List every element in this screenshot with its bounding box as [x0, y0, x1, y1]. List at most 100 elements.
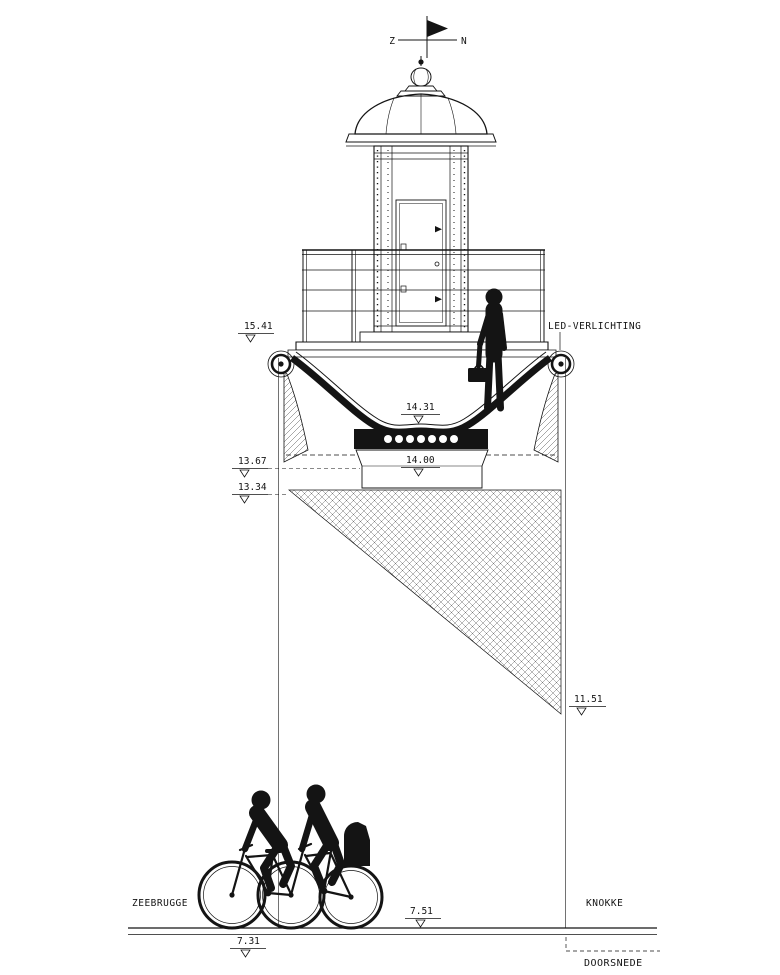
- person-head: [485, 288, 503, 306]
- datum-triangle-icon: [576, 707, 587, 716]
- door-handle-icon: [435, 226, 442, 233]
- drawing-caption: DOORSNEDE: [584, 958, 643, 969]
- elevation-value: 15.41: [244, 321, 273, 332]
- bicycle-wheel: [197, 860, 267, 930]
- compass-flag-icon: [427, 20, 448, 37]
- deck-lamp: [428, 435, 436, 443]
- datum-triangle-icon: [413, 468, 424, 477]
- wing-wall-left: [283, 371, 309, 463]
- lantern-body: [373, 145, 469, 333]
- elevation-marker-14-00: 14.00: [401, 455, 440, 477]
- finial-base: [404, 85, 438, 92]
- wing-wall-right: [533, 371, 559, 463]
- person-arm-left: [477, 311, 492, 347]
- deck-slab-lower: [287, 349, 557, 358]
- elevation-value: 7.51: [410, 906, 433, 917]
- elevation-marker-13-34: 13.34: [232, 482, 288, 504]
- finial-ball-small: [418, 59, 424, 65]
- lantern-door-inner: [399, 203, 443, 323]
- dome-meridian-left: [385, 97, 395, 135]
- deck-scroll-right-ring: [550, 353, 572, 375]
- deck-scroll-left-ring: [270, 353, 292, 375]
- deck-lamp: [450, 435, 458, 443]
- cyclist-leg: [279, 842, 295, 888]
- elevation-value: 7.31: [237, 936, 260, 947]
- led-label: LED-VERLICHTING: [548, 321, 641, 332]
- standing-person-silhouette: [468, 288, 507, 412]
- deck-lamp: [406, 435, 414, 443]
- cyclist-arm: [298, 808, 317, 853]
- cyclist-leg: [310, 840, 332, 890]
- dome-meridian-right: [447, 97, 457, 135]
- cyclist-head: [251, 790, 271, 810]
- elevation-marker-13-67: 13.67: [232, 456, 360, 478]
- door-panel-detail: [400, 285, 407, 293]
- elevation-marker-7-31: 7.31: [230, 936, 266, 958]
- lantern-base-band: [359, 331, 483, 343]
- person-arm-left-lower: [476, 341, 483, 369]
- briefcase-handle: [474, 364, 484, 369]
- elevation-value: 14.00: [406, 455, 435, 466]
- cyclist-leg: [328, 840, 345, 886]
- finial-base-wide: [396, 90, 446, 97]
- compass: Z N: [389, 16, 467, 58]
- elevation-value: 13.34: [238, 482, 267, 493]
- led-annotation: LED-VERLICHTING: [548, 321, 641, 350]
- platform-railing: [302, 249, 545, 342]
- compass-n-label: N: [461, 36, 467, 47]
- elevation-marker-14-31: 14.31: [401, 402, 440, 424]
- deck-scroll-right: [547, 350, 575, 378]
- deck-lamp: [439, 435, 447, 443]
- finial-orb: [410, 67, 432, 87]
- deck-curve-upper: [295, 351, 547, 426]
- place-right-label: KNOKKE: [586, 898, 623, 909]
- elevation-value: 11.51: [574, 694, 603, 705]
- datum-triangle-icon: [240, 949, 251, 958]
- person-arm-right: [497, 311, 507, 351]
- bicycle-wheel-rim: [203, 866, 261, 924]
- elevation-value: 14.31: [406, 402, 435, 413]
- person-leg-left: [484, 350, 494, 412]
- cyclist-torso: [249, 805, 288, 853]
- compass-z-label: Z: [389, 36, 395, 47]
- elevation-marker-15-41: 15.41: [238, 321, 274, 343]
- bicycle-wheel-rim: [324, 870, 378, 924]
- child-seat: [344, 822, 370, 866]
- datum-triangle-icon: [245, 334, 256, 343]
- cornice: [345, 133, 497, 143]
- lantern-structure: [345, 56, 497, 343]
- elevation-markers: 15.41 14.31 14.00 13.67 13.34 11.51: [230, 321, 606, 958]
- elevation-marker-7-51: 7.51: [405, 906, 441, 928]
- deck-lamp: [417, 435, 425, 443]
- person-leg-right: [494, 350, 504, 412]
- datum-triangle-icon: [413, 415, 424, 424]
- datum-triangle-icon: [239, 469, 250, 478]
- door-knob: [434, 261, 440, 267]
- datum-triangle-icon: [415, 919, 426, 928]
- cyclist-head: [306, 784, 326, 804]
- deck-scroll-right-hub: [558, 361, 564, 367]
- briefcase: [468, 368, 488, 382]
- bridge-deck: [267, 341, 575, 489]
- cyclists-silhouette: [197, 784, 384, 930]
- place-labels: ZEEBRUGGE KNOKKE DOORSNEDE: [132, 898, 643, 969]
- deck-lamp: [395, 435, 403, 443]
- elevation-value: 13.67: [238, 456, 267, 467]
- deck-curve-main: [289, 355, 553, 436]
- deck-lamp: [384, 435, 392, 443]
- door-handle-icon: [435, 296, 442, 303]
- slope-hatch-area: [288, 489, 562, 715]
- ground: [128, 927, 660, 952]
- lantern-door: [395, 199, 447, 327]
- deck-scroll-left: [267, 350, 295, 378]
- cyclist-leg: [260, 842, 282, 892]
- place-left-label: ZEEBRUGGE: [132, 898, 188, 909]
- finial-orb-meridian: [413, 68, 429, 86]
- datum-triangle-icon: [239, 495, 250, 504]
- embankment-slope: [288, 489, 562, 715]
- elevation-marker-11-51: 11.51: [569, 694, 606, 716]
- deck-scroll-left-hub: [278, 361, 284, 367]
- cyclist-arm: [241, 814, 261, 853]
